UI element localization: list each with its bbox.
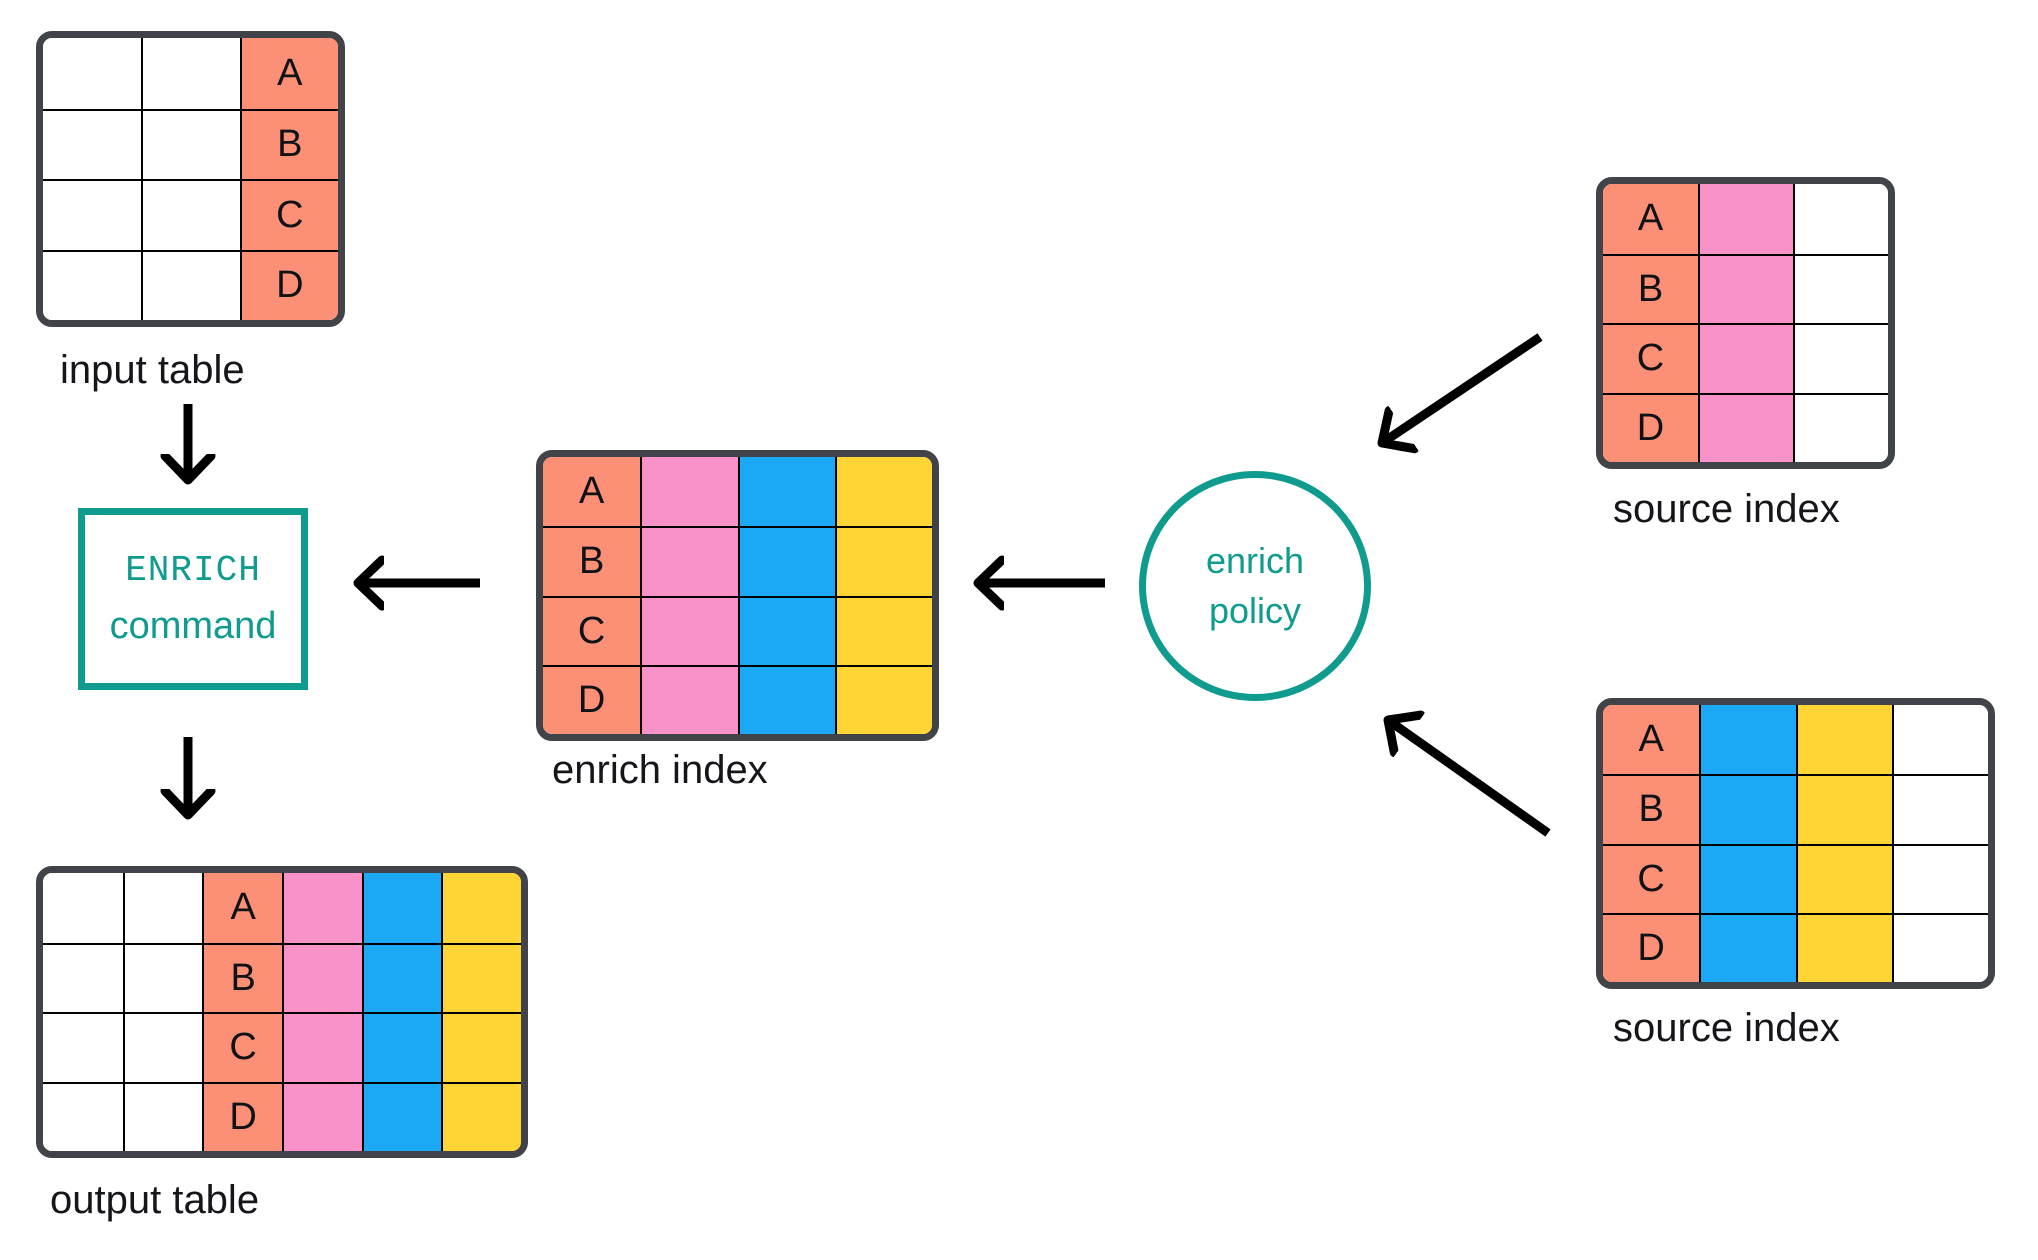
table-cell <box>737 664 835 734</box>
table-cell <box>441 942 521 1012</box>
table-cell <box>834 595 932 665</box>
table-cell <box>441 1081 521 1151</box>
table-cell <box>640 457 738 527</box>
table-cell: B <box>543 526 641 596</box>
table-cell <box>1698 253 1793 323</box>
table-cell <box>43 179 142 250</box>
table-cell: D <box>1603 912 1700 982</box>
table-cell <box>43 1012 123 1082</box>
table-cell <box>43 249 142 320</box>
table-cell: C <box>543 595 641 665</box>
enrich-command-keyword: ENRICH <box>125 550 261 591</box>
table-cell <box>281 873 362 943</box>
table-cell <box>737 595 835 665</box>
table-cell <box>1891 912 1988 982</box>
table-cell <box>737 526 835 596</box>
table-cell <box>1891 705 1988 775</box>
enrich-command-word: command <box>109 605 277 647</box>
table-cell: B <box>1603 253 1698 323</box>
table-cell <box>1699 843 1796 913</box>
table-cell: A <box>239 38 338 109</box>
table-cell: A <box>1603 705 1700 775</box>
output-table-label: output table <box>50 1178 260 1222</box>
table-cell: D <box>202 1081 282 1151</box>
table-cell <box>281 1081 362 1151</box>
table-cell <box>1793 253 1888 323</box>
table-cell <box>834 664 932 734</box>
arrow-source-bottom-to-enrich-policy <box>1388 720 1551 837</box>
table-cell <box>1795 912 1892 982</box>
table-cell <box>1891 774 1988 844</box>
input-table-label: input table <box>60 348 245 392</box>
table-cell: C <box>239 179 338 250</box>
table-cell: B <box>1603 774 1700 844</box>
table-cell <box>361 942 442 1012</box>
table-cell <box>122 873 203 943</box>
table-cell <box>361 1012 442 1082</box>
table-cell <box>1795 843 1892 913</box>
table-cell <box>1795 774 1892 844</box>
table-cell: A <box>543 457 641 527</box>
table-cell <box>43 942 123 1012</box>
table-cell: A <box>202 873 282 943</box>
table-cell <box>1698 184 1793 254</box>
table-cell: C <box>202 1012 282 1082</box>
table-cell <box>737 457 835 527</box>
table-cell <box>1793 392 1888 462</box>
table-cell <box>1698 323 1793 393</box>
table-cell: C <box>1603 843 1700 913</box>
table-cell <box>141 108 240 179</box>
arrow-source-top-to-enrich-policy <box>1382 333 1543 443</box>
table-cell <box>640 664 738 734</box>
table-cell <box>1891 843 1988 913</box>
table-cell <box>122 1081 203 1151</box>
table-cell <box>1793 184 1888 254</box>
enrich-command-box: ENRICH command <box>78 508 308 690</box>
enrich-policy-circle: enrich policy <box>1139 471 1371 701</box>
table-cell <box>834 457 932 527</box>
table-cell: C <box>1603 323 1698 393</box>
table-cell: A <box>1603 184 1698 254</box>
table-cell <box>441 1012 521 1082</box>
table-cell <box>43 108 142 179</box>
table-cell <box>1795 705 1892 775</box>
table-cell <box>1699 705 1796 775</box>
source-index-top-label: source index <box>1613 487 1840 531</box>
table-cell <box>834 526 932 596</box>
table-cell <box>441 873 521 943</box>
table-cell: B <box>202 942 282 1012</box>
table-cell <box>1698 392 1793 462</box>
table-cell <box>43 38 142 109</box>
enrich-policy-word-1: enrich <box>1205 539 1305 581</box>
table-cell: D <box>1603 392 1698 462</box>
table-cell <box>1699 912 1796 982</box>
table-cell <box>141 249 240 320</box>
table-cell <box>43 873 123 943</box>
table-cell <box>281 1012 362 1082</box>
table-cell <box>1699 774 1796 844</box>
table-cell <box>361 1081 442 1151</box>
table-cell: B <box>239 108 338 179</box>
enrich-index-label: enrich index <box>552 748 768 792</box>
table-cell <box>43 1081 123 1151</box>
source-index-bottom-label: source index <box>1613 1006 1840 1050</box>
enrich-policy-word-2: policy <box>1208 590 1302 631</box>
table-cell <box>141 38 240 109</box>
table-cell: D <box>239 249 338 320</box>
table-cell <box>361 873 442 943</box>
table-cell <box>122 1012 203 1082</box>
table-cell <box>122 942 203 1012</box>
table-cell <box>1793 323 1888 393</box>
table-cell <box>640 526 738 596</box>
table-cell <box>281 942 362 1012</box>
table-cell <box>640 595 738 665</box>
table-cell: D <box>543 664 641 734</box>
table-cell <box>141 179 240 250</box>
